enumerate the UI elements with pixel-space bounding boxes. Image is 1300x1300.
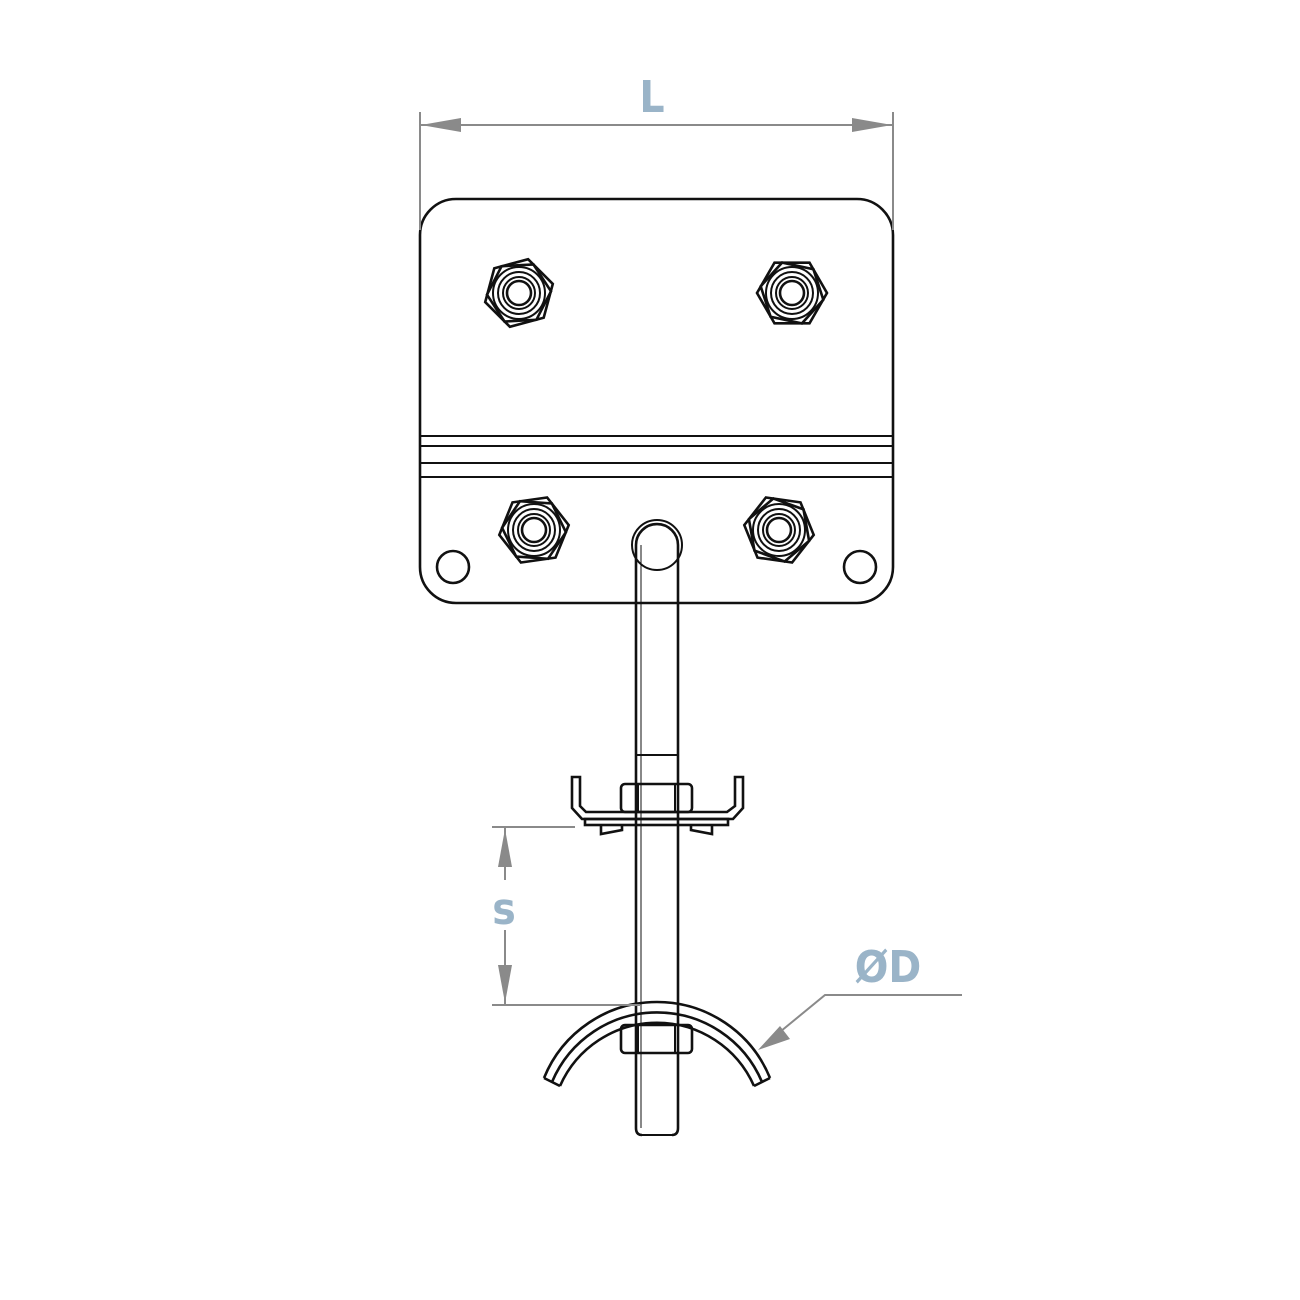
diameter-label: ØD: [855, 942, 922, 993]
spacing-label: s: [492, 884, 516, 935]
threaded-rod: [631, 519, 683, 1137]
dimension-spacing: s: [488, 826, 640, 1006]
mounting-hole: [435, 549, 471, 585]
pipe-clamp: [542, 1000, 772, 1088]
dimension-length: L: [419, 72, 894, 230]
hex-nut-icon: [497, 496, 571, 564]
upper-bracket: [570, 775, 745, 836]
length-label: L: [639, 72, 664, 123]
hex-nut-icon: [483, 257, 555, 329]
hex-nut-icon: [742, 496, 816, 564]
hex-nut-icon: [755, 261, 829, 325]
dimension-diameter: ØD: [758, 942, 962, 1050]
plate-nuts: [483, 257, 829, 564]
mounting-plate: [418, 197, 895, 605]
mounting-hole: [842, 549, 878, 585]
